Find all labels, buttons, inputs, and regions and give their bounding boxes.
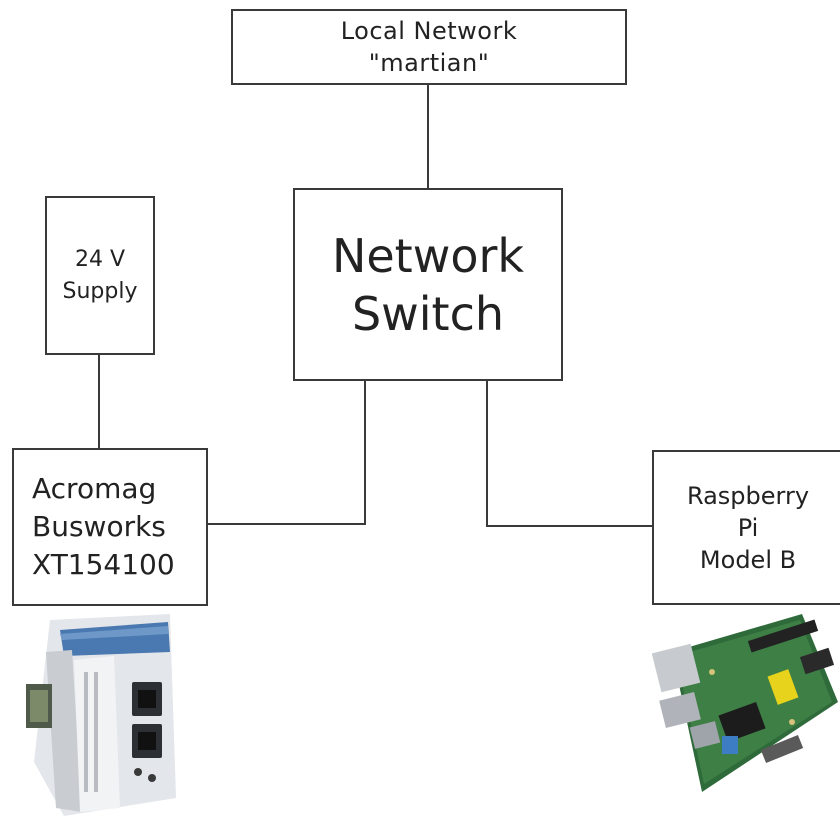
acromag-label-line2: Busworks [32,510,166,543]
edge-switch-acromag-vertical [364,381,366,525]
network-switch-label-line2: Switch [351,286,505,341]
edge-supply-acromag [98,355,100,448]
acromag-label-line3: XT154100 [32,548,175,581]
edge-lan-switch [427,85,429,188]
local-network-title: Local Network [340,17,518,45]
raspberry-pi-label-line1: Raspberry [686,481,810,510]
local-network-node: Local Network "martian" [231,9,627,85]
edge-switch-rpi-horizontal [486,525,652,527]
power-supply-node: 24 V Supply [45,196,155,355]
network-switch-node: Network Switch [293,188,563,381]
network-switch-label-line1: Network [331,228,525,283]
acromag-module-photo [26,614,176,816]
raspberry-pi-node: Raspberry Pi Model B [652,450,840,605]
edge-switch-rpi-vertical [486,381,488,527]
power-supply-voltage: 24 V [74,246,126,272]
acromag-label-line1: Acromag [32,472,157,505]
power-supply-label: Supply [62,278,138,304]
raspberry-pi-board-photo [652,614,838,792]
local-network-name: "martian" [368,49,490,77]
raspberry-pi-label-line2: Pi [737,513,759,542]
acromag-node: Acromag Busworks XT154100 [12,448,208,606]
edge-switch-acromag-horizontal [208,523,366,525]
raspberry-pi-label-line3: Model B [699,545,797,574]
